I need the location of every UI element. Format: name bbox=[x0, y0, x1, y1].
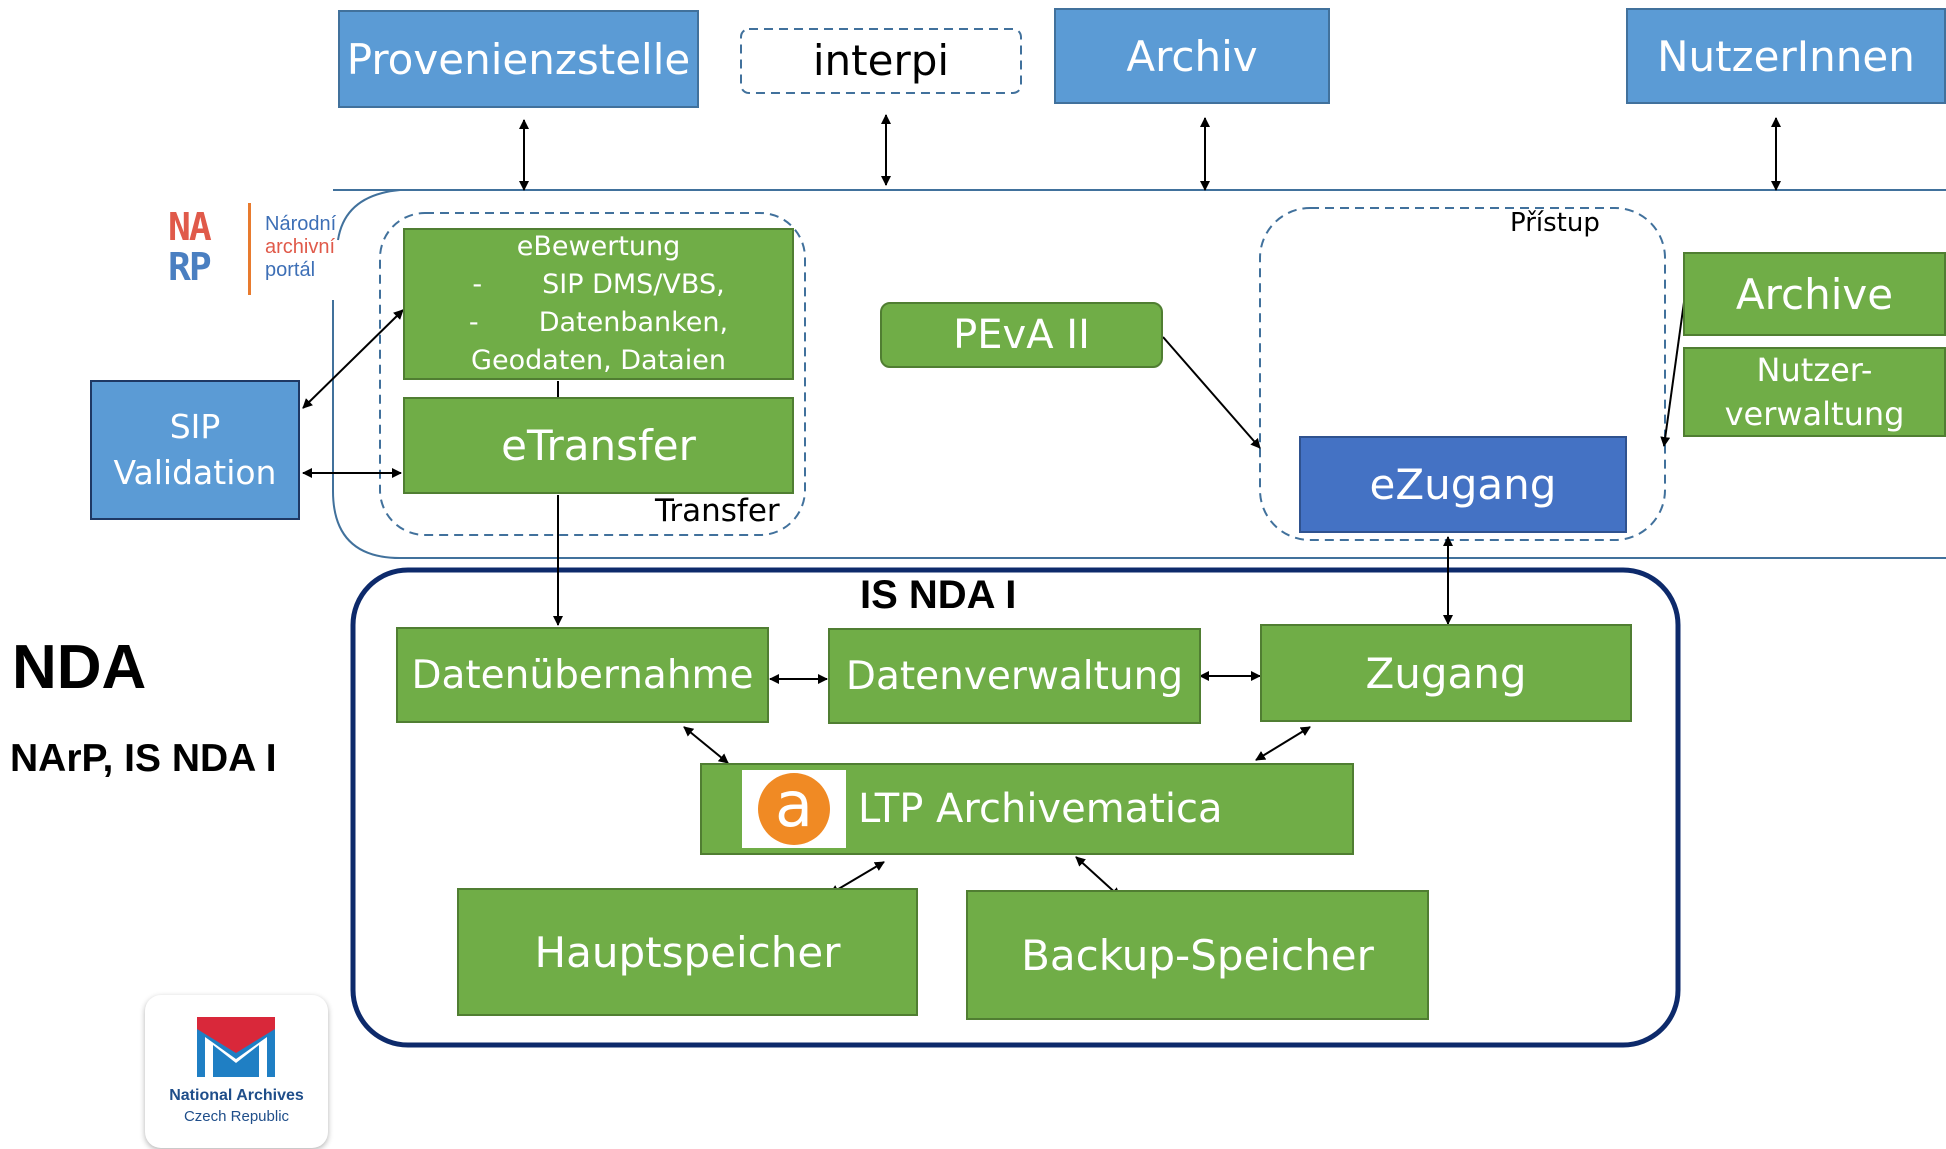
ebewertung-line1: eBewertung bbox=[516, 231, 681, 262]
ebewertung-box: eBewertung - SIP DMS/VBS, - Datenbanken,… bbox=[403, 228, 794, 380]
nutzerinnen-label: NutzerInnen bbox=[1657, 31, 1915, 81]
hauptspeicher-box: Hauptspeicher bbox=[457, 888, 918, 1016]
backup-speicher-box: Backup-Speicher bbox=[966, 890, 1429, 1020]
is-nda-title: IS NDA I bbox=[860, 573, 1017, 617]
etransfer-box: eTransfer bbox=[403, 397, 794, 494]
arrow-sip-ebewertung bbox=[302, 309, 404, 409]
backup-speicher-label: Backup-Speicher bbox=[1021, 930, 1374, 980]
ezugang-label: eZugang bbox=[1369, 460, 1557, 509]
ebewertung-line3: - Datenbanken, bbox=[468, 307, 729, 338]
zugang-label: Zugang bbox=[1365, 648, 1527, 698]
pristup-label: Přístup bbox=[1510, 208, 1600, 238]
nda-title: NDA bbox=[12, 633, 147, 702]
interpi-label: interpi bbox=[812, 36, 950, 85]
pristup-group-border bbox=[1259, 207, 1666, 541]
transfer-group-border bbox=[379, 212, 806, 536]
arrow-zug-ltp bbox=[1255, 726, 1311, 761]
national-archives-emblem-icon bbox=[197, 1017, 275, 1077]
datenuebernahme-label: Datenübernahme bbox=[411, 652, 754, 698]
arrow-archive-pristup bbox=[1660, 294, 1686, 447]
interpi-border bbox=[740, 28, 1022, 94]
arrow-dat-ltp bbox=[683, 726, 729, 764]
provenienzstelle-label: Provenienzstelle bbox=[346, 34, 691, 84]
national-archives-logo: National Archives Czech Republic bbox=[145, 995, 328, 1148]
narp-logo-text: Národní archivní portál bbox=[265, 213, 337, 281]
ltp-label: LTP Archivematica bbox=[858, 786, 1223, 832]
ebewertung-line2: - SIP DMS/VBS, bbox=[472, 269, 725, 300]
nutzerverwaltung-box: Nutzer- verwaltung bbox=[1683, 347, 1946, 437]
hauptspeicher-label: Hauptspeicher bbox=[534, 927, 841, 977]
national-archives-country: Czech Republic bbox=[183, 1108, 290, 1125]
datenuebernahme-box: Datenübernahme bbox=[396, 627, 769, 723]
nutzerinnen-box: NutzerInnen bbox=[1626, 8, 1946, 104]
peva-label: PEvA II bbox=[953, 312, 1090, 358]
transfer-group-label: Transfer bbox=[655, 493, 780, 529]
etransfer-label: eTransfer bbox=[501, 421, 696, 470]
archivematica-logo-icon: a bbox=[742, 770, 846, 848]
ezugang-box: eZugang bbox=[1299, 436, 1627, 533]
nutzerverwaltung-line2: verwaltung bbox=[1724, 395, 1905, 433]
archive-box: Archive bbox=[1683, 252, 1946, 336]
national-archives-name: National Archives bbox=[169, 1087, 304, 1104]
datenverwaltung-label: Datenverwaltung bbox=[845, 653, 1184, 699]
narp-container bbox=[332, 189, 1946, 559]
peva-box: PEvA II bbox=[880, 302, 1163, 368]
provenienzstelle-box: Provenienzstelle bbox=[338, 10, 699, 108]
is-nda-container bbox=[350, 567, 1681, 1048]
datenverwaltung-box: Datenverwaltung bbox=[828, 628, 1201, 724]
archiv-label: Archiv bbox=[1126, 31, 1258, 81]
sip-line1: SIP bbox=[169, 407, 221, 446]
zugang-box: Zugang bbox=[1260, 624, 1632, 722]
ltp-box: a LTP Archivematica bbox=[700, 763, 1354, 855]
archive-label: Archive bbox=[1735, 269, 1894, 319]
arrow-peva-ezugang bbox=[1162, 336, 1261, 449]
nda-subtitle: NArP, IS NDA I bbox=[10, 737, 277, 780]
sip-validation-box: SIP Validation bbox=[90, 380, 300, 520]
nutzerverwaltung-line1: Nutzer- bbox=[1756, 351, 1873, 389]
archiv-box: Archiv bbox=[1054, 8, 1330, 104]
ebewertung-line4: Geodaten, Dataien bbox=[471, 345, 726, 376]
sip-line2: Validation bbox=[113, 453, 277, 492]
